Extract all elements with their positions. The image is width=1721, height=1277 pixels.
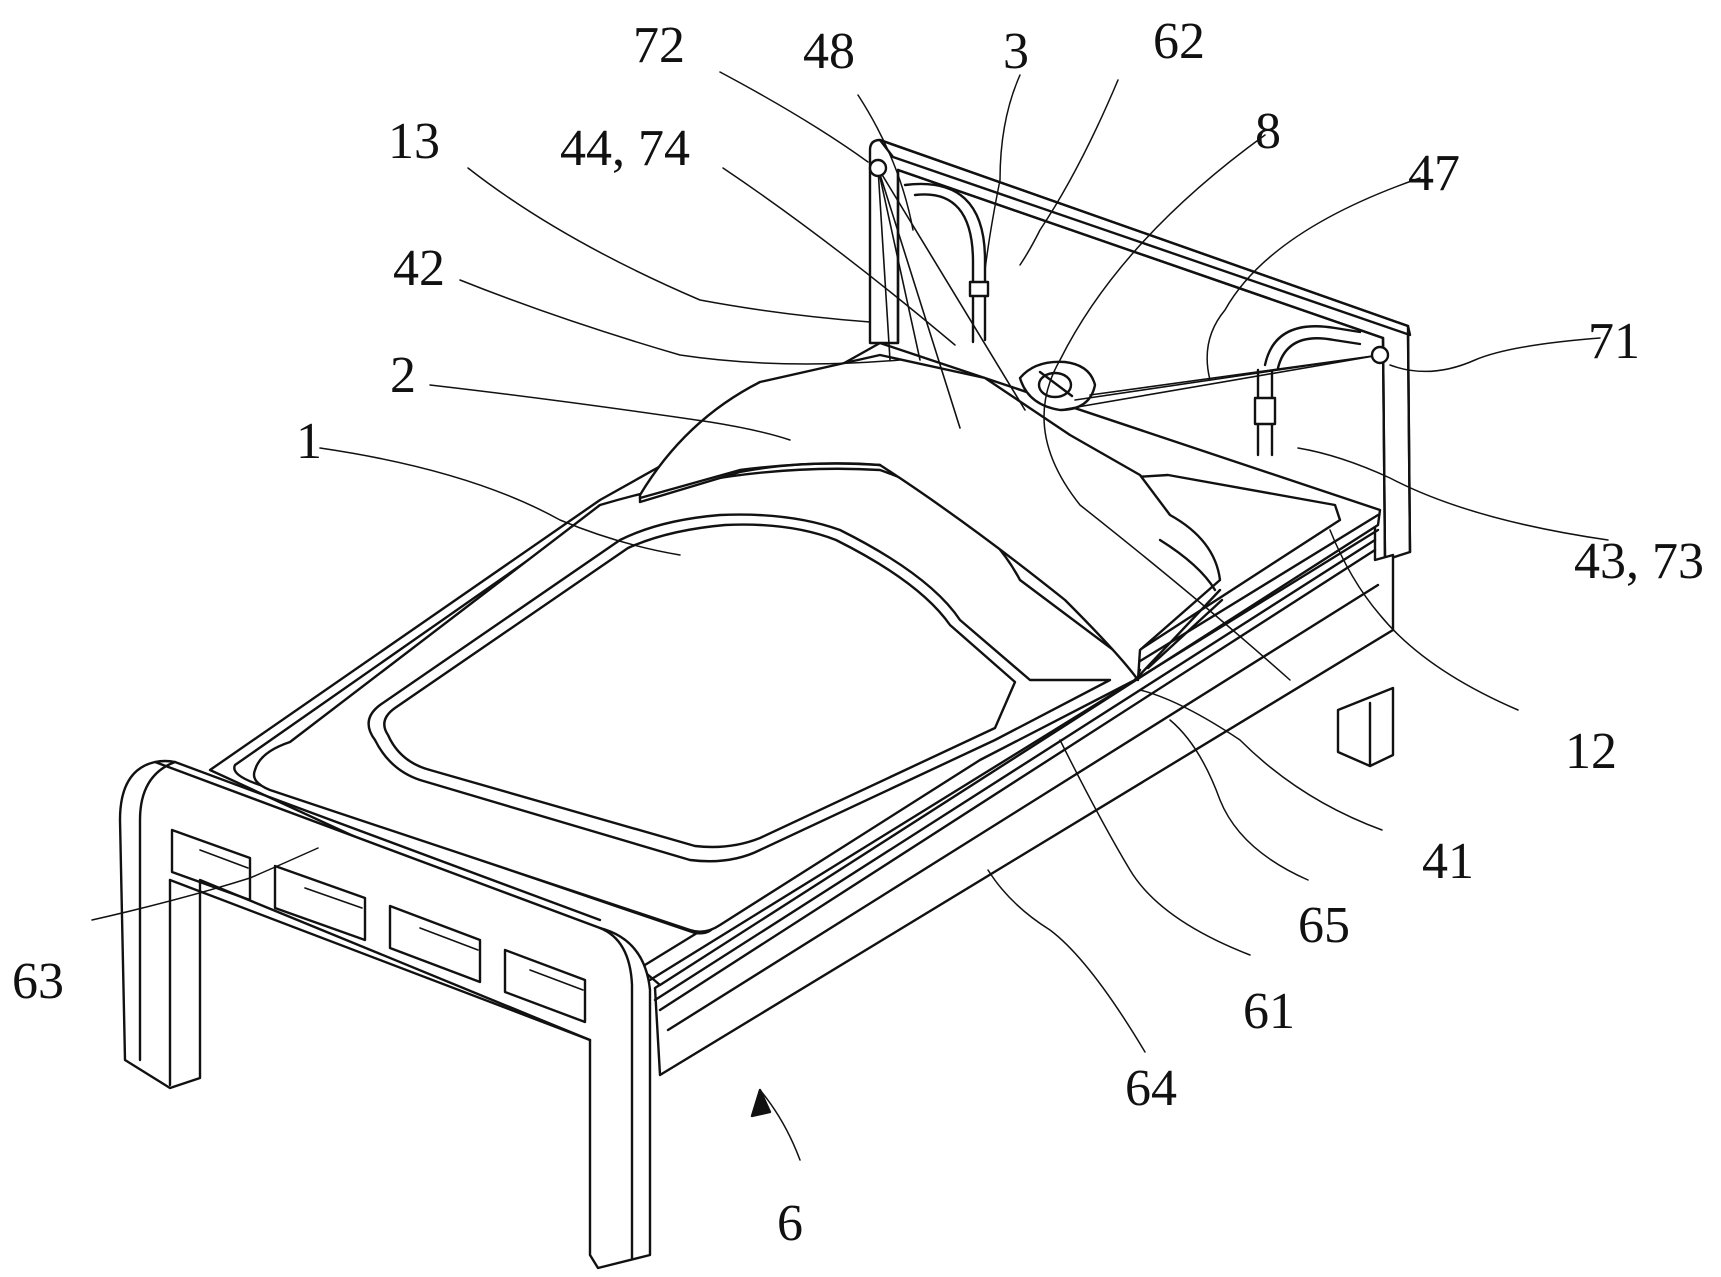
ropes <box>868 158 1390 429</box>
lifting-rod-left <box>903 182 990 344</box>
label-43-73: 43, 73 <box>1574 533 1704 590</box>
label-61: 61 <box>1243 983 1295 1040</box>
label-2: 2 <box>390 347 416 404</box>
label-63: 63 <box>12 953 64 1010</box>
turning-sheet <box>638 353 1224 682</box>
label-6: 6 <box>777 1195 803 1252</box>
label-64: 64 <box>1125 1060 1177 1117</box>
central-connector <box>1018 360 1097 412</box>
label-47: 47 <box>1408 145 1460 202</box>
label-8: 8 <box>1255 103 1281 160</box>
side-rail <box>653 523 1395 1077</box>
label-1: 1 <box>296 413 322 470</box>
callout-labels: 72 48 3 62 13 44, 74 8 47 42 71 2 1 43, … <box>12 13 1704 1252</box>
footboard <box>118 759 652 1270</box>
label-62: 62 <box>1153 13 1205 70</box>
label-65: 65 <box>1298 897 1350 954</box>
rear-legs <box>1336 686 1395 768</box>
label-12: 12 <box>1565 723 1617 780</box>
label-13: 13 <box>388 113 440 170</box>
leader-lines <box>91 71 1609 1161</box>
label-48: 48 <box>803 23 855 80</box>
label-72: 72 <box>633 17 685 74</box>
label-44-74: 44, 74 <box>560 120 690 177</box>
label-71: 71 <box>1588 313 1640 370</box>
label-41: 41 <box>1422 833 1474 890</box>
lifting-rod-right <box>1253 325 1362 457</box>
label-42: 42 <box>393 240 445 297</box>
label-3: 3 <box>1003 23 1029 80</box>
